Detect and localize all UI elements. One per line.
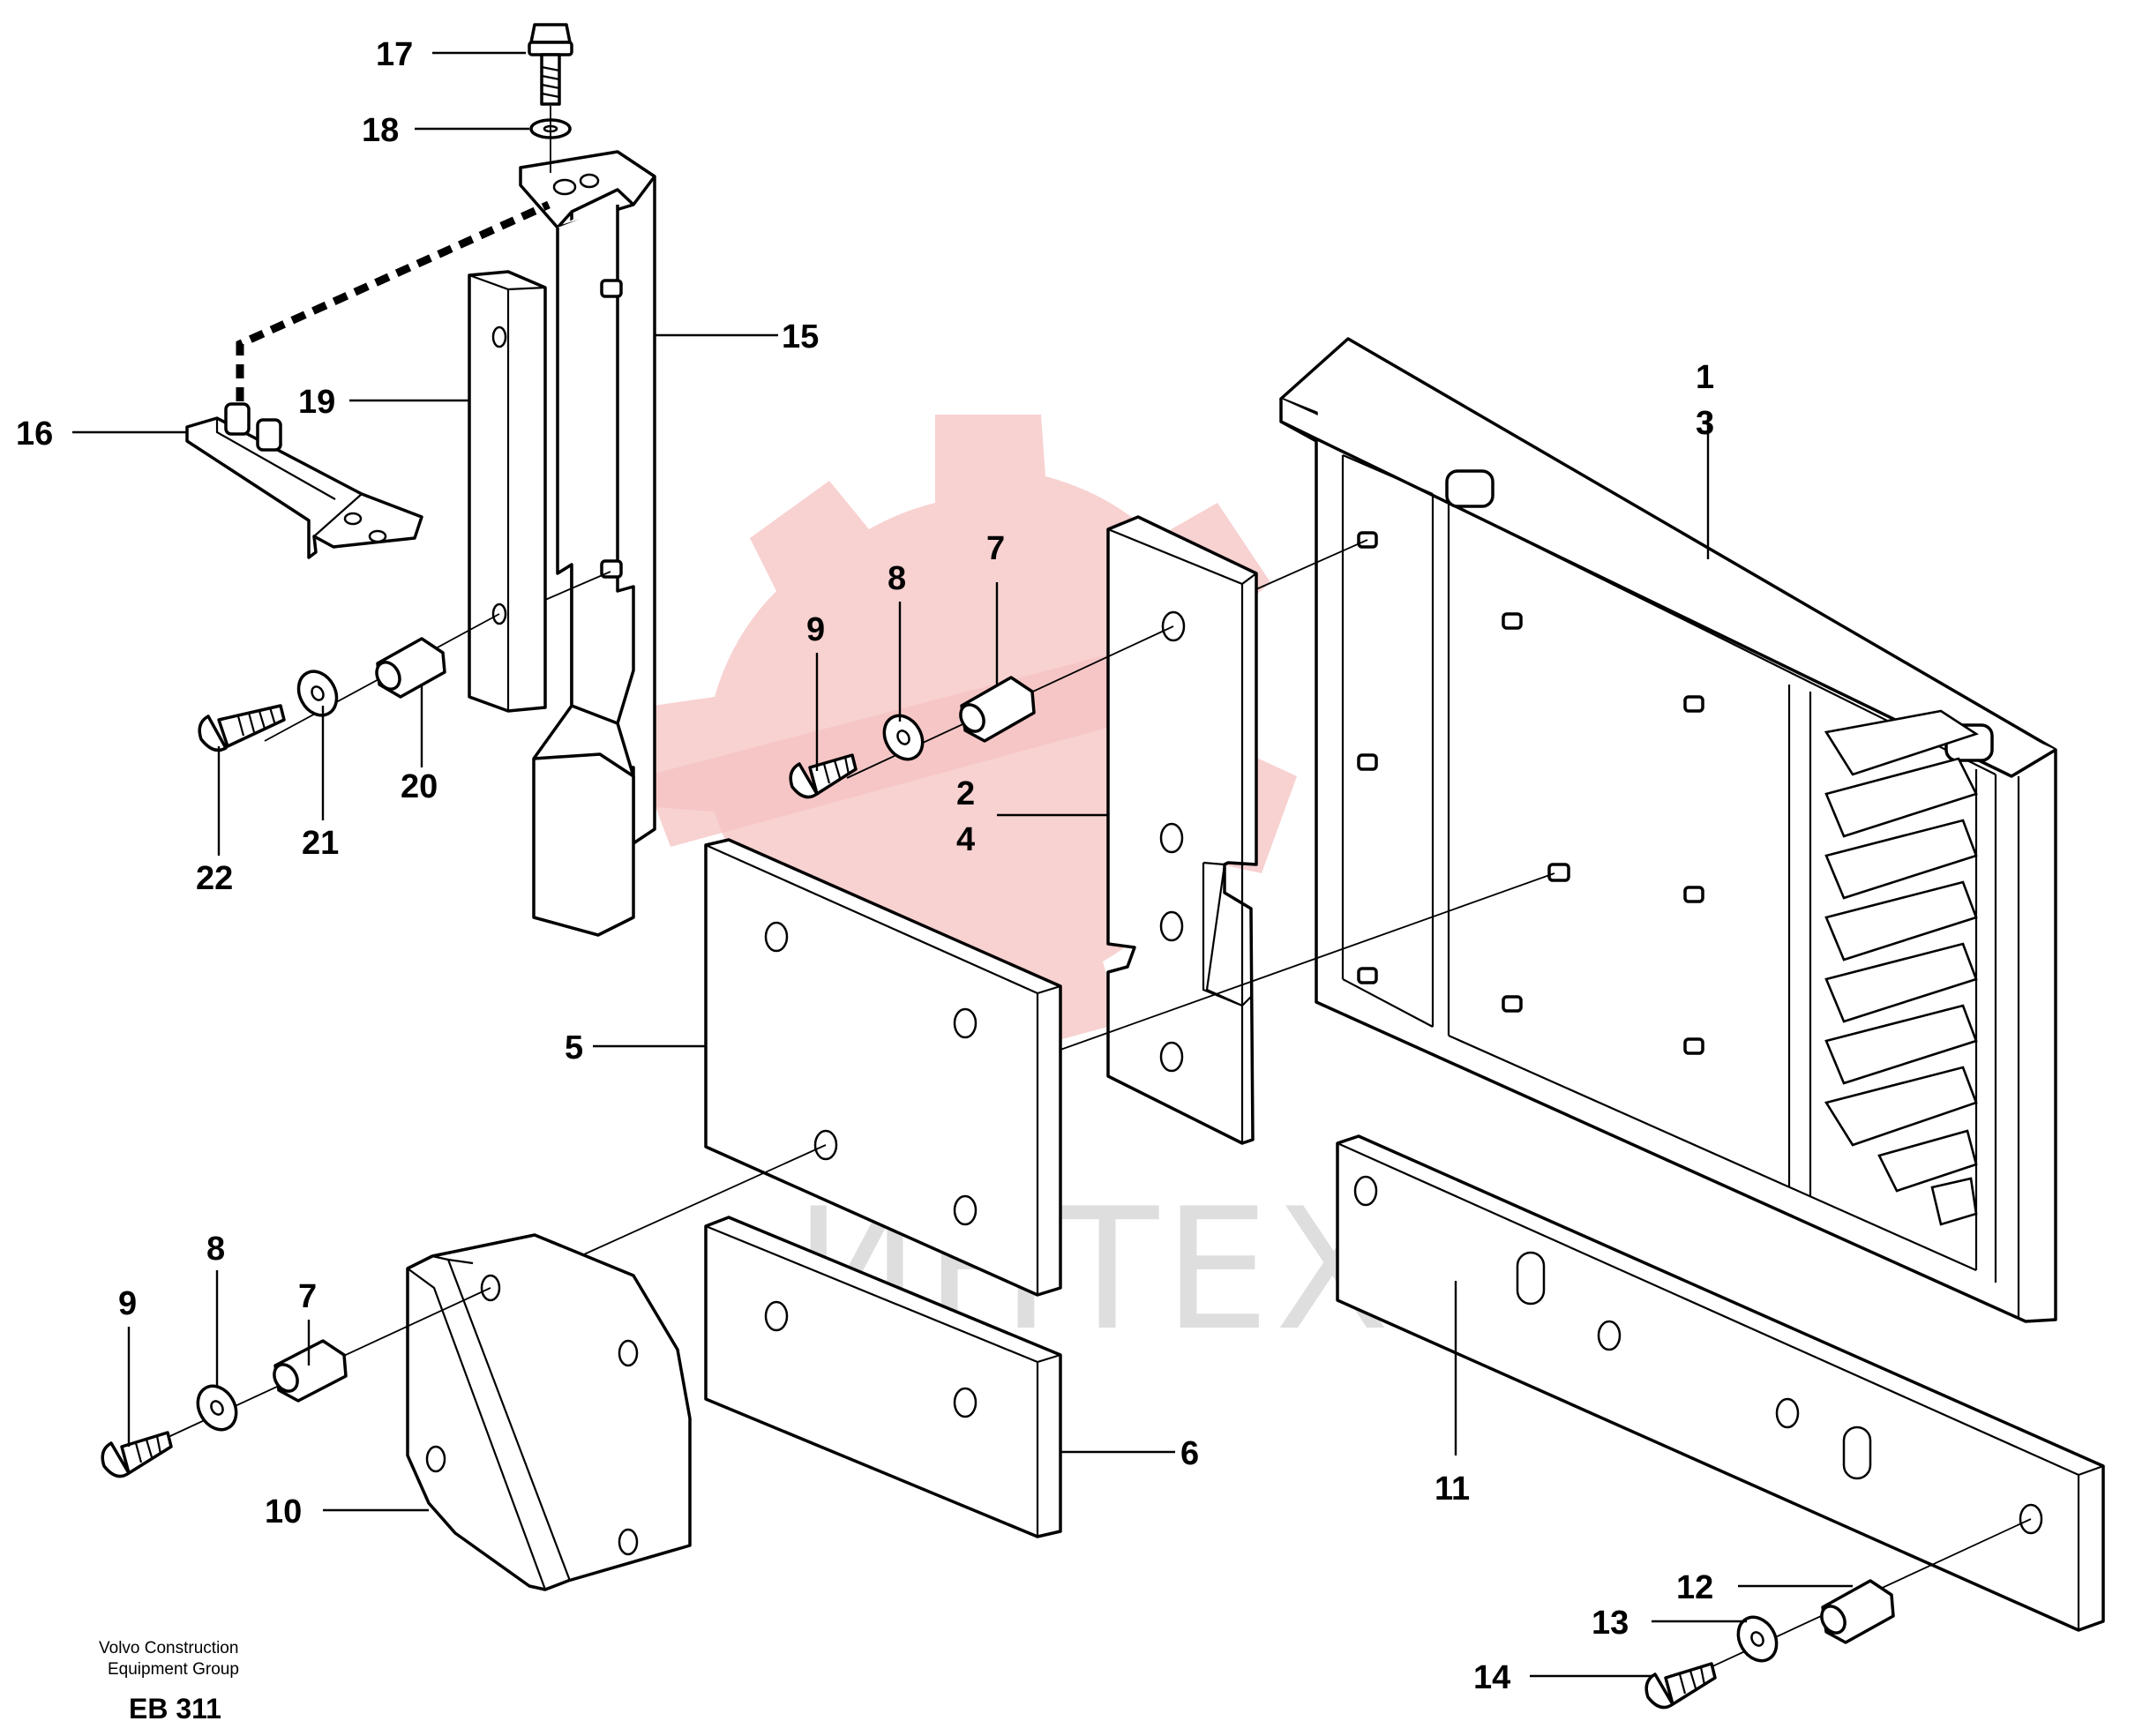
part-10-cover [406, 1233, 692, 1591]
callout-8-upper: 8 [888, 560, 906, 597]
footer-company-line2: Equipment Group [108, 1660, 239, 1679]
callout-2: 2 [956, 775, 975, 812]
callout-6: 6 [1180, 1435, 1199, 1472]
assembly-axes [544, 539, 1555, 1255]
callout-5: 5 [565, 1029, 583, 1066]
callout-8-lower: 8 [206, 1231, 225, 1268]
callout-7-upper: 7 [986, 530, 1005, 567]
callout-14: 14 [1473, 1659, 1510, 1696]
callout-21: 21 [302, 825, 339, 862]
part-2-4-plate [1106, 515, 1258, 1145]
watermark-swoosh [644, 635, 1253, 847]
part-11-long-bar [1336, 1134, 2105, 1632]
callout-labels: 17 18 15 16 19 20 21 22 1 3 2 4 7 8 9 5 … [16, 36, 1714, 1696]
parts-20-21-22-fasteners-left [198, 613, 500, 752]
callout-15: 15 [782, 318, 819, 355]
footer: Volvo Construction Equipment Group EB 31… [99, 1639, 239, 1725]
callout-11: 11 [1435, 1470, 1470, 1508]
callout-4: 4 [956, 821, 975, 858]
callout-18: 18 [362, 112, 399, 149]
callout-17: 17 [376, 36, 413, 73]
leader-lines [72, 51, 1853, 1678]
part-1-3-frame [1279, 337, 2057, 1323]
callout-3: 3 [1696, 405, 1714, 442]
part-16-holder [185, 200, 551, 559]
parts-7-8-9-fasteners-upper [789, 625, 1174, 799]
callout-10: 10 [265, 1493, 302, 1530]
callout-7-lower: 7 [298, 1278, 317, 1315]
part-6-bar [704, 1216, 1062, 1538]
callout-9-lower: 9 [118, 1285, 137, 1322]
callout-20: 20 [401, 768, 438, 805]
callout-12: 12 [1676, 1569, 1713, 1606]
part-19-spacer-bar [468, 270, 547, 713]
callout-9-upper: 9 [806, 611, 825, 648]
callout-16: 16 [16, 415, 53, 453]
callout-19: 19 [298, 384, 335, 421]
callout-13: 13 [1592, 1605, 1629, 1642]
parts-7-8-9-fasteners-lower [101, 1287, 491, 1478]
footer-company-line1: Volvo Construction [99, 1639, 238, 1657]
callout-22: 22 [196, 860, 233, 897]
parts-12-13-14-fasteners-right [1644, 1518, 2032, 1710]
footer-diagram-code: EB 311 [129, 1693, 221, 1725]
callout-1: 1 [1696, 359, 1714, 396]
part-17-bolt [528, 23, 573, 173]
